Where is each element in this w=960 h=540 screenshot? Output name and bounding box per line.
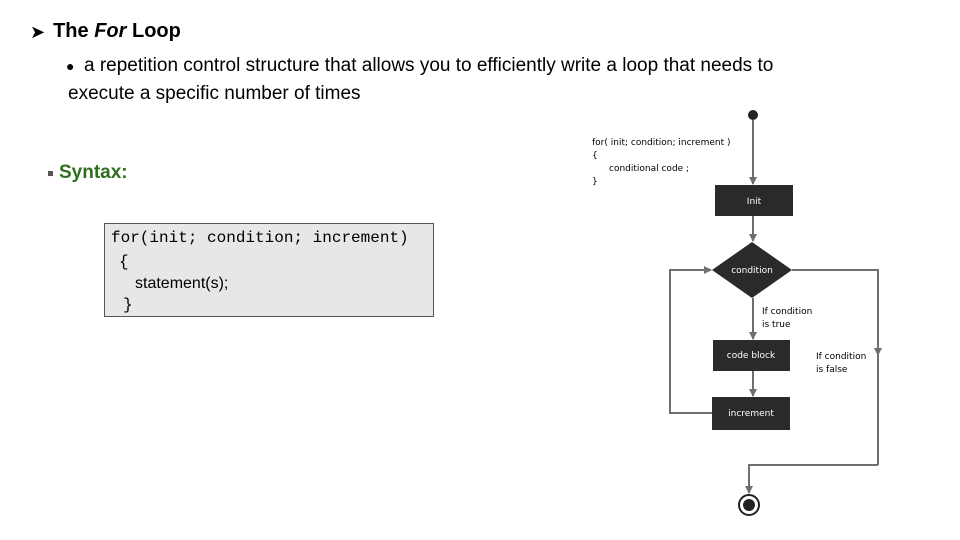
code-block-box [713,340,790,371]
false-label-line-2: is false [816,365,848,375]
syntax-label: Syntax: [59,162,128,183]
dot-bullet-icon: ● [66,58,75,74]
slide-title: ➤ The For Loop [30,20,181,43]
arrow-condition-false-down [792,269,882,356]
arrow-false-to-end [745,464,878,494]
flow-code-line-3: conditional code ; [609,164,689,174]
code-line-3: statement(s); [135,275,229,292]
syntax-heading: Syntax: [48,162,128,184]
code-line-4: } [123,296,133,314]
init-label: Init [747,197,762,207]
square-bullet-icon [48,170,53,176]
title-suffix: Loop [132,20,181,42]
condition-diamond [712,242,792,298]
title-keyword: For [94,20,127,42]
flow-code-line-1: for( init; condition; increment ) [592,138,730,148]
code-line-1: for(init; condition; increment) [111,229,409,247]
true-label-line-1: If condition [762,307,812,317]
flow-code-line-4: } [592,177,598,187]
start-node [748,110,758,120]
end-node [743,499,755,511]
code-line-2: { [119,253,129,271]
arrow-increment-back-to-condition [669,266,712,414]
title-text: The For Loop [53,20,181,43]
title-prefix: The [53,20,89,42]
for-loop-flowchart: for( init; condition; increment ) { cond… [592,110,882,516]
arrow-bullet-icon: ➤ [30,21,46,42]
description-line-2: execute a specific number of times [68,83,361,104]
code-block-label: code block [727,351,776,361]
description: ● a repetition control structure that al… [66,52,928,108]
condition-label: condition [731,266,773,276]
increment-box [712,397,790,430]
code-snippet: for(init; condition; increment) { statem… [104,223,434,317]
true-label-line-2: is true [762,320,791,330]
increment-label: increment [728,409,774,419]
flow-code-line-2: { [592,151,598,161]
description-line-1: a repetition control structure that allo… [84,55,774,76]
init-box [715,185,793,216]
false-label-line-1: If condition [816,352,866,362]
